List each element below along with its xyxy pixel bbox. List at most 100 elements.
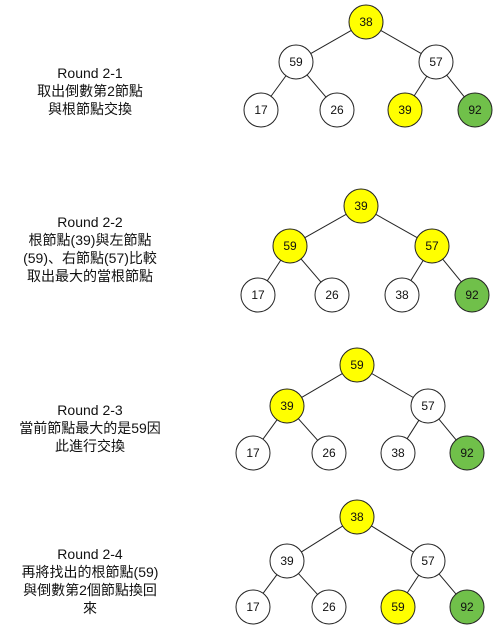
tree-node-circle xyxy=(339,499,375,535)
round-2-tree: 39 59 57 17 26 38 92 xyxy=(240,188,490,313)
round-3-title: Round 2-3 xyxy=(57,402,123,418)
tree-edge xyxy=(266,259,282,282)
tree-node-value: 38 xyxy=(359,15,373,29)
tree-edge xyxy=(380,30,422,54)
tree-node: 39 xyxy=(387,92,423,128)
tree-edge xyxy=(262,574,278,594)
tree-node-value: 92 xyxy=(460,446,474,460)
tree-node-circle xyxy=(311,589,347,625)
tree-node-value: 39 xyxy=(280,399,294,413)
round-1-desc-line-2: 與根節點交換 xyxy=(48,101,132,117)
tree-edge xyxy=(438,573,457,595)
tree-edge xyxy=(270,75,287,97)
tree-node-value: 38 xyxy=(391,446,405,460)
tree-node: 17 xyxy=(235,589,271,625)
tree-node: 17 xyxy=(235,435,271,471)
tree-node-circle xyxy=(380,589,416,625)
tree-node-circle xyxy=(240,277,276,313)
tree-node-circle xyxy=(449,589,485,625)
tree-node-value: 39 xyxy=(398,103,412,117)
round-1-title: Round 2-1 xyxy=(57,65,123,81)
tree-node-circle xyxy=(380,435,416,471)
tree-node-circle xyxy=(314,277,350,313)
tree-node-circle xyxy=(235,589,271,625)
tree-edge xyxy=(306,74,327,98)
tree-node-circle xyxy=(343,188,379,224)
tree-edge xyxy=(406,574,420,594)
tree-node: 26 xyxy=(311,435,347,471)
tree-edge xyxy=(406,420,420,439)
tree-node-circle xyxy=(339,347,375,383)
tree-edge xyxy=(438,418,457,441)
tree-edge xyxy=(298,573,318,595)
tree-edge xyxy=(300,258,322,283)
tree-edge xyxy=(371,373,414,398)
round-3-desc-line-1: 當前節點最大的是59因 xyxy=(19,420,161,436)
tree-node: 59 xyxy=(380,589,416,625)
round-1-desc-line-1: 取出倒數第2節點 xyxy=(37,83,143,99)
tree-node: 92 xyxy=(454,277,490,313)
round-3-tree: 59 39 57 17 26 38 92 xyxy=(235,347,485,471)
tree-node-circle xyxy=(410,388,446,424)
tree-node-circle xyxy=(269,543,305,579)
tree-edge xyxy=(442,258,462,283)
tree-node-value: 57 xyxy=(421,399,435,413)
tree-edge xyxy=(371,525,414,553)
tree-node-circle xyxy=(387,92,423,128)
tree-node-value: 17 xyxy=(246,446,260,460)
round-4-desc-line-2: 與倒數第2個節點換回 xyxy=(23,582,157,598)
tree-node-circle xyxy=(418,44,454,80)
tree-node-value: 59 xyxy=(283,239,297,253)
tree-node-value: 17 xyxy=(251,288,265,302)
tree-node-value: 59 xyxy=(289,55,303,69)
tree-node-circle xyxy=(457,92,493,128)
tree-node: 59 xyxy=(272,228,308,264)
tree-node: 38 xyxy=(348,4,384,40)
tree-node: 57 xyxy=(414,228,450,264)
tree-edge xyxy=(413,76,428,96)
tree-node: 59 xyxy=(278,44,314,80)
tree-node-circle xyxy=(319,92,355,128)
tree-node-circle xyxy=(269,388,305,424)
tree-node: 26 xyxy=(314,277,350,313)
tree-node-circle xyxy=(454,277,490,313)
tree-node: 92 xyxy=(449,435,485,471)
tree-node-value: 57 xyxy=(421,554,435,568)
tree-node: 57 xyxy=(418,44,454,80)
tree-node: 92 xyxy=(449,589,485,625)
round-3-caption: Round 2-3 當前節點最大的是59因 此進行交換 xyxy=(0,401,180,455)
tree-node-circle xyxy=(278,44,314,80)
tree-edge xyxy=(410,260,424,281)
tree-node-circle xyxy=(348,4,384,40)
tree-node-value: 26 xyxy=(322,600,336,614)
round-4-desc-line-3: 來 xyxy=(83,600,97,616)
tree-edge xyxy=(310,30,352,54)
tree-node-value: 26 xyxy=(330,103,344,117)
tree-node-value: 92 xyxy=(468,103,482,117)
round-1-caption: Round 2-1 取出倒數第2節點 與根節點交換 xyxy=(0,64,180,118)
tree-node-circle xyxy=(243,92,279,128)
tree-node-value: 92 xyxy=(465,288,479,302)
tree-node-value: 59 xyxy=(350,358,364,372)
tree-node: 38 xyxy=(380,435,416,471)
round-4-tree: 38 39 57 17 26 59 92 xyxy=(235,499,485,625)
tree-node-value: 59 xyxy=(391,600,405,614)
tree-node-value: 17 xyxy=(246,600,260,614)
tree-node: 39 xyxy=(269,543,305,579)
tree-node-value: 57 xyxy=(429,55,443,69)
tree-edge xyxy=(297,418,319,441)
tree-node: 26 xyxy=(319,92,355,128)
tree-node-value: 38 xyxy=(350,510,364,524)
tree-node: 17 xyxy=(240,277,276,313)
tree-node: 38 xyxy=(384,277,420,313)
tree-node-value: 39 xyxy=(354,199,368,213)
round-4-caption: Round 2-4 再將找出的根節點(59) 與倒數第2個節點換回 來 xyxy=(0,545,180,617)
tree-node: 39 xyxy=(343,188,379,224)
round-2-title: Round 2-2 xyxy=(57,214,123,230)
tree-node-circle xyxy=(414,228,450,264)
round-2-desc-line-3: 取出最大的當根節點 xyxy=(27,268,153,284)
tree-node: 57 xyxy=(410,543,446,579)
tree-node-value: 57 xyxy=(425,239,439,253)
